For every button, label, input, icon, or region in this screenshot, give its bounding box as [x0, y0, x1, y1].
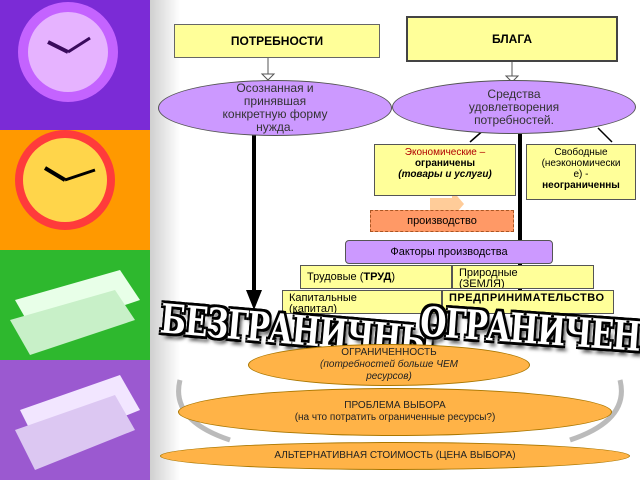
need-def-line: нужда.: [223, 121, 328, 134]
natural-line: (ЗЕМЛЯ): [459, 279, 587, 289]
opportunity-cost-label: АЛЬТЕРНАТИВНАЯ СТОИМОСТЬ (ЦЕНА ВЫБОРА): [274, 450, 515, 462]
choice-line: (на что потратить ограниченные ресурсы?): [295, 412, 496, 424]
scarcity-line: (потребностей больше ЧЕМ: [320, 359, 458, 371]
economic-line: Экономические –: [377, 147, 513, 158]
labor-bold: ТРУД: [363, 271, 391, 283]
labor-cell: Трудовые (ТРУД): [300, 265, 452, 289]
goods-box: БЛАГА: [406, 16, 618, 62]
needs-title: ПОТРЕБНОСТИ: [231, 34, 323, 48]
opportunity-cost-ellipse: АЛЬТЕРНАТИВНАЯ СТОИМОСТЬ (ЦЕНА ВЫБОРА): [160, 442, 630, 470]
choice-problem-ellipse: ПРОБЛЕМА ВЫБОРА (на что потратить ограни…: [178, 388, 612, 436]
free-line: е) -: [529, 169, 633, 180]
free-line: неограниченны: [529, 180, 633, 191]
economic-line: ограничены: [377, 158, 513, 169]
means-line: потребностей.: [469, 114, 559, 127]
need-definition-ellipse: Осознанная и принявшая конкретную форму …: [158, 80, 392, 136]
factors-box: Факторы производства: [345, 240, 553, 264]
natural-cell: Природные (ЗЕМЛЯ): [452, 265, 594, 289]
free-goods-box: Свободные (неэкономически е) - неогранич…: [526, 144, 636, 200]
scarcity-line: ОГРАНИЧЕННОСТЬ: [320, 347, 458, 359]
needs-box: ПОТРЕБНОСТИ: [174, 24, 380, 58]
means-line: Средства: [469, 88, 559, 101]
production-label: производство: [407, 215, 477, 227]
scarcity-line: ресурсов): [320, 371, 458, 383]
economic-line: (товары и услуги): [377, 169, 513, 180]
production-box: производство: [370, 210, 514, 232]
means-line: удовлетворения: [469, 101, 559, 114]
means-ellipse: Средства удовлетворения потребностей.: [392, 80, 636, 134]
choice-line: ПРОБЛЕМА ВЫБОРА: [295, 400, 496, 412]
free-line: (неэкономически: [529, 158, 633, 169]
labor-suffix: ): [391, 271, 395, 283]
labor-prefix: Трудовые (: [307, 271, 363, 283]
scarcity-ellipse: ОГРАНИЧЕННОСТЬ (потребностей больше ЧЕМ …: [248, 344, 530, 386]
factors-label: Факторы производства: [390, 246, 507, 258]
free-line: Свободные: [529, 147, 633, 158]
economic-goods-box: Экономические – ограничены (товары и усл…: [374, 144, 516, 196]
goods-title: БЛАГА: [492, 32, 532, 46]
